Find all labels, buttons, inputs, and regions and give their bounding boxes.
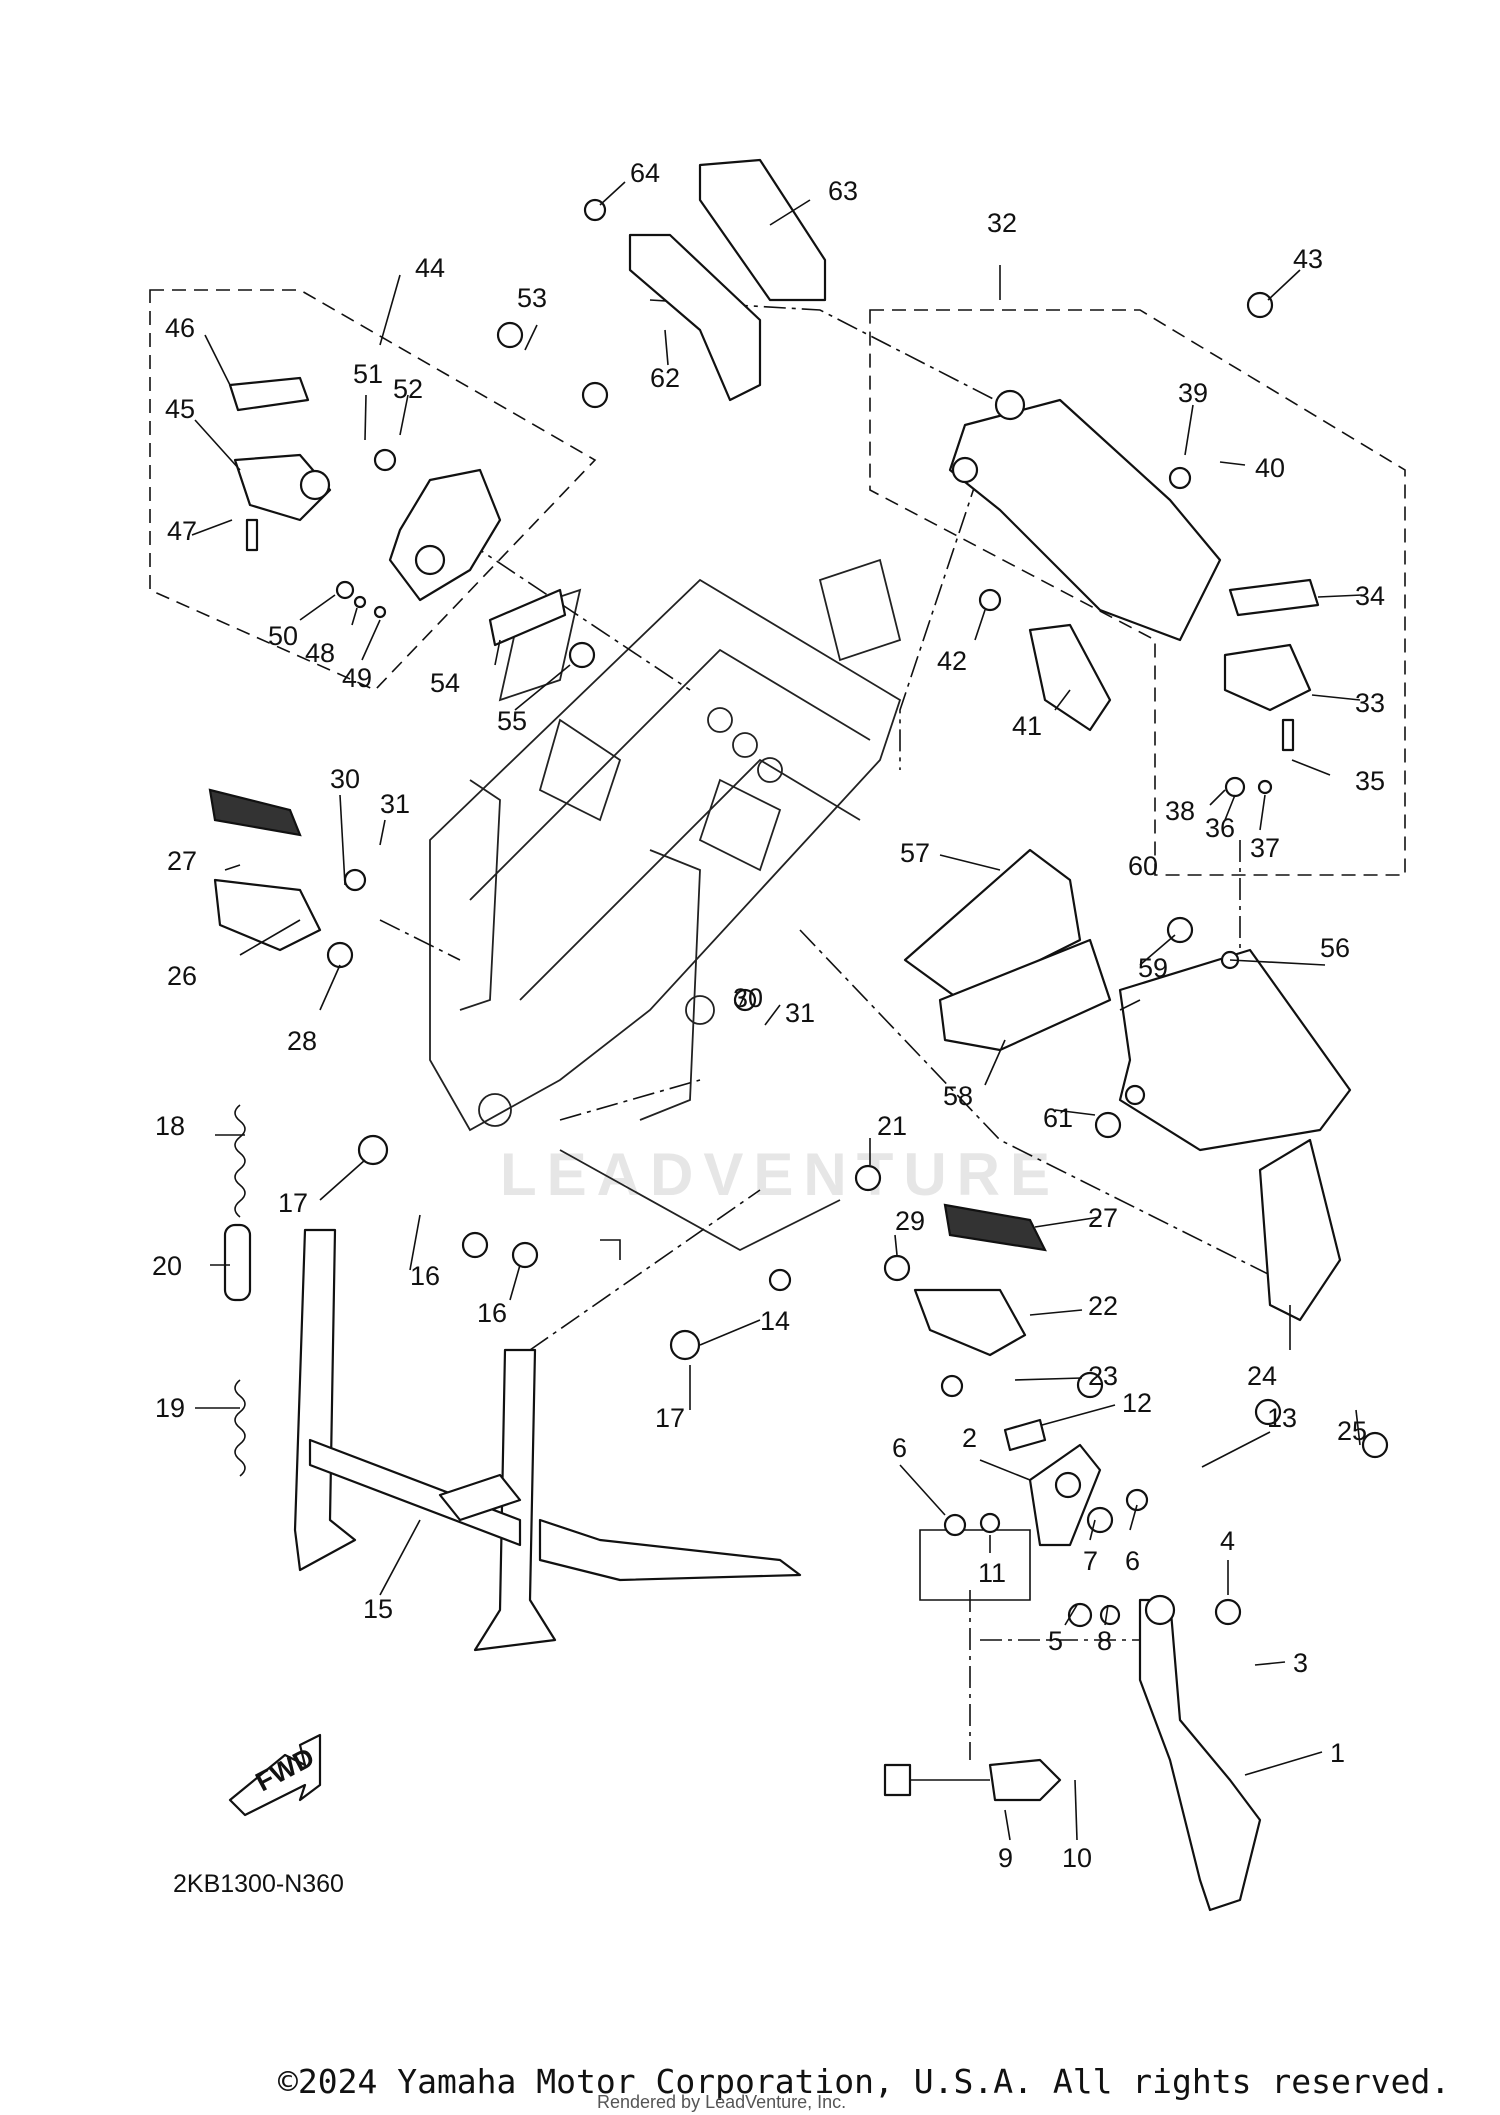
copyright-notice: ©2024 Yamaha Motor Corporation, U.S.A. A… <box>278 2062 1451 2101</box>
callout-30a: 30 <box>330 764 360 794</box>
heel-guard-side <box>903 848 1352 1322</box>
callout-56: 56 <box>1320 933 1350 963</box>
callout-16b: 16 <box>477 1298 507 1328</box>
callout-6a: 6 <box>892 1433 907 1463</box>
callout-16a: 16 <box>410 1261 440 1291</box>
callout-40: 40 <box>1255 453 1285 483</box>
fwd-arrow-icon: FWD <box>228 1733 322 1817</box>
callout-48: 48 <box>305 638 335 668</box>
callout-58: 58 <box>943 1081 973 1111</box>
callout-61: 61 <box>1043 1103 1073 1133</box>
callout-20: 20 <box>152 1251 182 1281</box>
callout-10: 10 <box>1062 1843 1092 1873</box>
callout-47: 47 <box>167 516 197 546</box>
callout-62: 62 <box>650 363 680 393</box>
callout-4: 4 <box>1220 1526 1235 1556</box>
callout-31b: 31 <box>785 998 815 1028</box>
callout-12: 12 <box>1122 1388 1152 1418</box>
callout-13: 13 <box>1267 1403 1297 1433</box>
callout-34: 34 <box>1355 581 1385 611</box>
callout-19: 19 <box>155 1393 185 1423</box>
callout-52: 52 <box>393 374 423 404</box>
watermark-text: LEADVENTURE <box>500 1141 1060 1208</box>
callout-32: 32 <box>987 208 1017 238</box>
hardware <box>335 198 1389 1628</box>
callout-27a: 27 <box>167 846 197 876</box>
callout-30b: 30 <box>733 983 763 1013</box>
callout-25: 25 <box>1337 1416 1367 1446</box>
side-stand <box>1138 1594 1262 1912</box>
callout-8: 8 <box>1097 1626 1112 1656</box>
rendered-by-note: Rendered by LeadVenture, Inc. <box>597 2092 847 2112</box>
callout-28: 28 <box>287 1026 317 1056</box>
callout-44: 44 <box>415 253 445 283</box>
rear-footrest-bracket-left <box>388 468 567 647</box>
rear-footrest-left <box>228 376 332 552</box>
callout-51: 51 <box>353 359 383 389</box>
callout-63: 63 <box>828 176 858 206</box>
callout-36: 36 <box>1205 813 1235 843</box>
callout-39: 39 <box>1178 378 1208 408</box>
callout-54: 54 <box>430 668 460 698</box>
callout-7: 7 <box>1083 1546 1098 1576</box>
footrest-left <box>208 788 354 969</box>
callout-43: 43 <box>1293 244 1323 274</box>
leader-lines <box>191 181 1363 1841</box>
callout-17a: 17 <box>278 1188 308 1218</box>
callout-38: 38 <box>1165 796 1195 826</box>
heel-guard-top <box>628 158 827 402</box>
callout-17b: 17 <box>655 1403 685 1433</box>
callout-6b: 6 <box>1125 1546 1140 1576</box>
callout-18: 18 <box>155 1111 185 1141</box>
callout-59: 59 <box>1138 953 1168 983</box>
callout-5: 5 <box>1048 1626 1063 1656</box>
callout-23: 23 <box>1088 1361 1118 1391</box>
rear-footrest-bracket-right <box>948 389 1222 732</box>
footrest-right <box>883 1203 1047 1357</box>
group-44-box <box>149 289 597 691</box>
side-stand-switch <box>883 1758 1062 1802</box>
callout-53: 53 <box>517 283 547 313</box>
callout-60: 60 <box>1128 851 1158 881</box>
center-stand <box>293 1228 802 1652</box>
callout-42: 42 <box>937 646 967 676</box>
callout-numbers: 1 2 3 4 5 6 6 7 8 9 10 11 12 13 14 15 16… <box>152 158 1385 1873</box>
callout-64: 64 <box>630 158 660 188</box>
frame-drawing <box>429 558 902 1252</box>
callout-11: 11 <box>978 1558 1006 1588</box>
callout-9: 9 <box>998 1843 1013 1873</box>
callout-21: 21 <box>877 1111 907 1141</box>
callout-1: 1 <box>1330 1738 1345 1768</box>
side-stand-bracket <box>1003 1418 1102 1547</box>
callout-37: 37 <box>1250 833 1280 863</box>
callout-14: 14 <box>760 1306 790 1336</box>
springs-left <box>223 1104 252 1477</box>
callout-31a: 31 <box>380 789 410 819</box>
callout-55: 55 <box>497 706 527 736</box>
callout-49: 49 <box>342 663 372 693</box>
callout-46: 46 <box>165 313 195 343</box>
callout-35: 35 <box>1355 766 1385 796</box>
rear-footrest-right <box>1223 578 1320 752</box>
callout-33: 33 <box>1355 688 1385 718</box>
callout-15: 15 <box>363 1594 393 1624</box>
callout-29: 29 <box>895 1206 925 1236</box>
callout-41: 41 <box>1012 711 1042 741</box>
callout-27b: 27 <box>1088 1203 1118 1233</box>
callout-57: 57 <box>900 838 930 868</box>
diagram-code: 2KB1300-N360 <box>173 1870 344 1898</box>
callout-22: 22 <box>1088 1291 1118 1321</box>
callout-24: 24 <box>1247 1361 1277 1391</box>
callout-45: 45 <box>165 394 195 424</box>
callout-26: 26 <box>167 961 197 991</box>
callout-50: 50 <box>268 621 298 651</box>
group-32-box <box>869 309 1406 876</box>
callout-2: 2 <box>962 1423 977 1453</box>
callout-3: 3 <box>1293 1648 1308 1678</box>
